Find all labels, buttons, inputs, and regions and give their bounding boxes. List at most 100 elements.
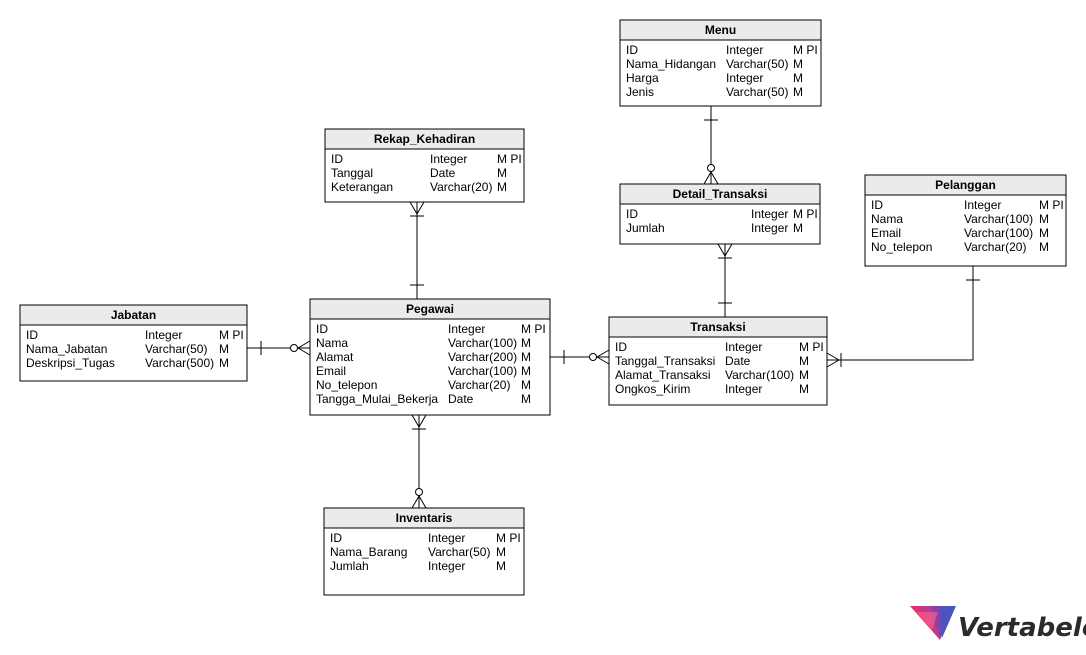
entity-header (619, 183, 821, 205)
entity-column-row: Deskripsi_Tugas Varchar(500) M (26, 356, 229, 370)
relationship-pegawai-inventaris[interactable] (411, 414, 427, 509)
column-name: Keterangan (331, 180, 393, 194)
entity-column-row: Nama_Barang Varchar(50) M (330, 545, 506, 559)
relationship-end-zero-or-many (290, 340, 311, 356)
relationship-transaksi-detail[interactable] (717, 243, 733, 317)
column-flags: M (219, 342, 229, 356)
column-flags: M (1039, 226, 1049, 240)
column-type: Date (430, 166, 456, 180)
column-flags: M (496, 545, 506, 559)
relationship-menu-detail[interactable] (703, 106, 719, 185)
relationship-jabatan-pegawai[interactable] (247, 340, 311, 356)
column-type: Integer (428, 531, 465, 545)
relationship-end-many (717, 243, 733, 259)
relationship-end-zero-or-many (703, 164, 719, 185)
column-name: ID (330, 531, 342, 545)
column-flags: M (496, 559, 506, 573)
column-flags: M PI (799, 340, 824, 354)
column-name: Jenis (626, 85, 654, 99)
column-flags: M (799, 382, 809, 396)
vertabelo-logo-text: Vertabelo (958, 613, 1086, 643)
column-flags: M (793, 221, 803, 235)
column-type: Varchar(100) (448, 336, 517, 350)
column-name: Nama_Jabatan (26, 342, 107, 356)
entity-header (619, 19, 822, 41)
column-type: Integer (964, 198, 1001, 212)
column-name: No_telepon (871, 240, 932, 254)
column-type: Varchar(100) (448, 364, 517, 378)
column-name: Nama_Hidangan (626, 57, 716, 71)
entity-title: Detail_Transaksi (673, 187, 768, 201)
column-flags: M PI (793, 207, 818, 221)
column-type: Integer (726, 43, 763, 57)
vertabelo-logo-icon (910, 606, 956, 640)
relationship-end-many (411, 414, 427, 430)
column-type: Varchar(50) (428, 545, 490, 559)
column-type: Varchar(100) (964, 226, 1033, 240)
column-flags: M (799, 368, 809, 382)
column-flags: M (793, 85, 803, 99)
column-type: Date (448, 392, 474, 406)
column-flags: M (219, 356, 229, 370)
relationship-line (827, 266, 974, 361)
relationship-pegawai-rekap[interactable] (409, 201, 425, 299)
entity-header (608, 316, 828, 338)
column-type: Varchar(20) (448, 378, 510, 392)
relationship-end-many (826, 352, 842, 368)
column-name: Nama_Barang (330, 545, 407, 559)
column-flags: M PI (1039, 198, 1064, 212)
column-type: Varchar(20) (964, 240, 1026, 254)
relationship-end-many (409, 201, 425, 217)
column-type: Varchar(200) (448, 350, 517, 364)
column-name: Deskripsi_Tugas (26, 356, 115, 370)
column-name: ID (626, 43, 638, 57)
relationship-pelanggan-transaksi[interactable] (826, 266, 980, 368)
column-flags: M (793, 71, 803, 85)
relationship-end-zero-or-many (589, 349, 610, 365)
column-name: ID (626, 207, 638, 221)
relationship-pegawai-transaksi[interactable] (550, 349, 610, 365)
column-type: Varchar(500) (145, 356, 214, 370)
column-type: Integer (751, 221, 788, 235)
column-flags: M (1039, 212, 1049, 226)
column-type: Varchar(100) (964, 212, 1033, 226)
column-name: ID (871, 198, 883, 212)
entity-title: Pelanggan (935, 178, 996, 192)
column-type: Integer (428, 559, 465, 573)
column-type: Varchar(50) (145, 342, 207, 356)
column-name: ID (316, 322, 328, 336)
column-flags: M (497, 180, 507, 194)
entity-title: Pegawai (406, 302, 454, 316)
column-flags: M (1039, 240, 1049, 254)
column-name: Harga (626, 71, 659, 85)
column-name: Alamat_Transaksi (615, 368, 711, 382)
column-flags: M (521, 336, 531, 350)
entity-title: Transaksi (690, 320, 745, 334)
column-flags: M (521, 350, 531, 364)
entity-title: Menu (705, 23, 736, 37)
